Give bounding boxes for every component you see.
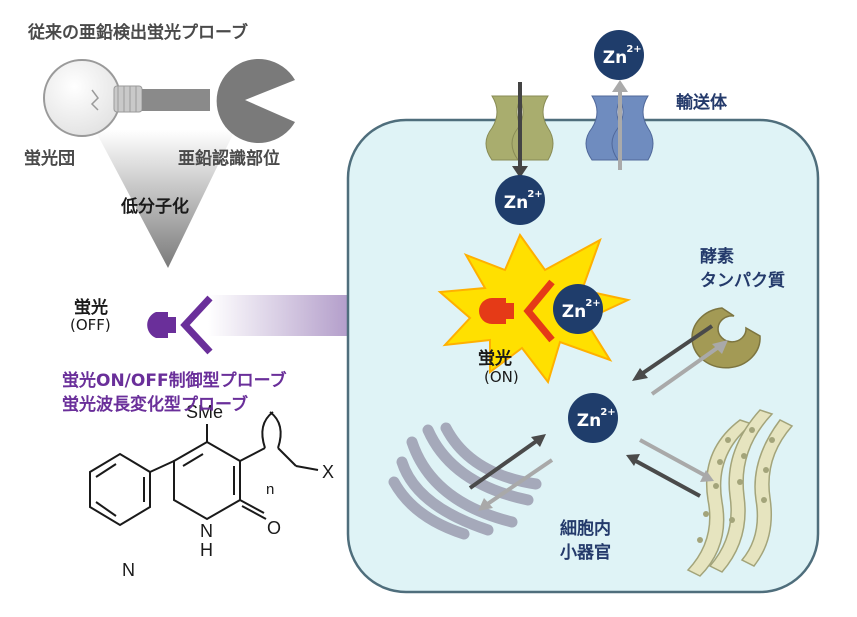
zinc-label-top: Zn: [603, 48, 627, 68]
n-subscript: n: [266, 481, 274, 498]
golgi-release-arrow: [468, 438, 540, 490]
golgi-bind-arrow: [484, 458, 554, 507]
linker-bar: [142, 89, 210, 111]
miniaturization-label: 低分子化: [121, 197, 189, 217]
zinc-label-bound: Zn: [562, 302, 586, 322]
bulb-icon: [43, 59, 143, 137]
probe-off-icon: [147, 295, 213, 355]
carbonyl-oxygen: O: [267, 518, 281, 538]
ring-hydrogen: H: [200, 540, 213, 560]
er-release-head: [626, 454, 640, 466]
enzyme-bind-arrow: [650, 344, 722, 396]
zinc-charge-bound: 2+: [585, 298, 600, 309]
fluorescence-on-state: (ON): [484, 368, 519, 386]
zinc-charge-entry: 2+: [527, 189, 542, 200]
golgi-release-head: [531, 434, 546, 447]
probe-type-wavelength: 蛍光波長変化型プローブ: [62, 395, 248, 415]
enzyme-bind-head: [712, 340, 728, 354]
zinc-ion-center: [568, 393, 618, 443]
probe-arrow: [208, 272, 452, 358]
influx-arrowhead: [512, 166, 528, 178]
enzyme-release-head: [632, 368, 648, 381]
diagram-title: 従来の亜鉛検出蛍光プローブ: [28, 23, 248, 43]
protein-label: タンパク質: [700, 271, 785, 291]
recognition-site-icon: [216, 59, 295, 143]
zinc-ion-top: [594, 30, 644, 80]
x-substituent: X: [322, 462, 334, 482]
fluorophore-label: 蛍光団: [24, 149, 75, 169]
fluorescence-off-state: (OFF): [70, 316, 111, 334]
sme-label: SMe: [186, 402, 223, 422]
enzyme-release-arrow: [638, 324, 714, 377]
ribosome-dots: [697, 427, 775, 543]
er-release-arrow: [633, 458, 701, 498]
zinc-label-center: Zn: [577, 411, 601, 431]
probe-on-icon: [479, 279, 555, 343]
zinc-charge-center: 2+: [600, 407, 615, 418]
zinc-ion-entry: [495, 175, 545, 225]
pyridine-nitrogen: N: [122, 560, 135, 580]
enzyme-label: 酵素: [700, 247, 734, 267]
golgi-bind-head: [478, 498, 493, 511]
zinc-charge-top: 2+: [626, 44, 641, 55]
zinc-label-entry: Zn: [504, 193, 528, 213]
efflux-arrowhead: [612, 80, 628, 92]
organelle-label: 細胞内: [560, 519, 611, 539]
organelle-label-2: 小器官: [560, 543, 611, 563]
zinc-ion-bound: [553, 284, 603, 334]
miniaturization-funnel: [95, 130, 235, 268]
transporter-label: 輸送体: [676, 93, 727, 113]
recognition-site-label: 亜鉛認識部位: [178, 149, 280, 169]
fluorescence-off-label: 蛍光: [74, 298, 108, 318]
ring-nitrogen: N: [200, 521, 213, 541]
er-bind-arrow: [639, 438, 707, 478]
chemical-structure: [89, 411, 319, 527]
fluorescence-on-label: 蛍光: [478, 349, 512, 369]
probe-type-onoff: 蛍光ON/OFF制御型プローブ: [62, 371, 287, 391]
er-bind-head: [700, 470, 714, 482]
